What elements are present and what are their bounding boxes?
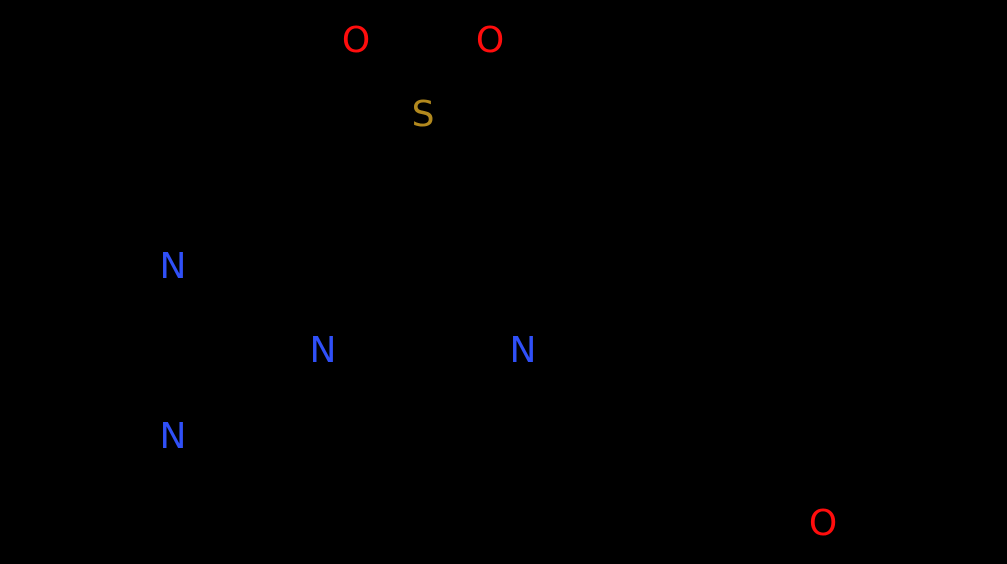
nitrogen-atom-pyrimidine-top: N: [159, 246, 187, 287]
sulfur-atom: S: [411, 94, 435, 135]
nitrogen-atom-piperazine-1: N: [309, 330, 337, 371]
oxygen-atom-1: O: [341, 20, 371, 61]
nitrogen-atom-piperazine-2: N: [509, 330, 537, 371]
nitrogen-atom-pyrimidine-bottom: N: [159, 416, 187, 457]
oxygen-atom-methoxy: O: [808, 503, 838, 544]
oxygen-atom-2: O: [475, 20, 505, 61]
